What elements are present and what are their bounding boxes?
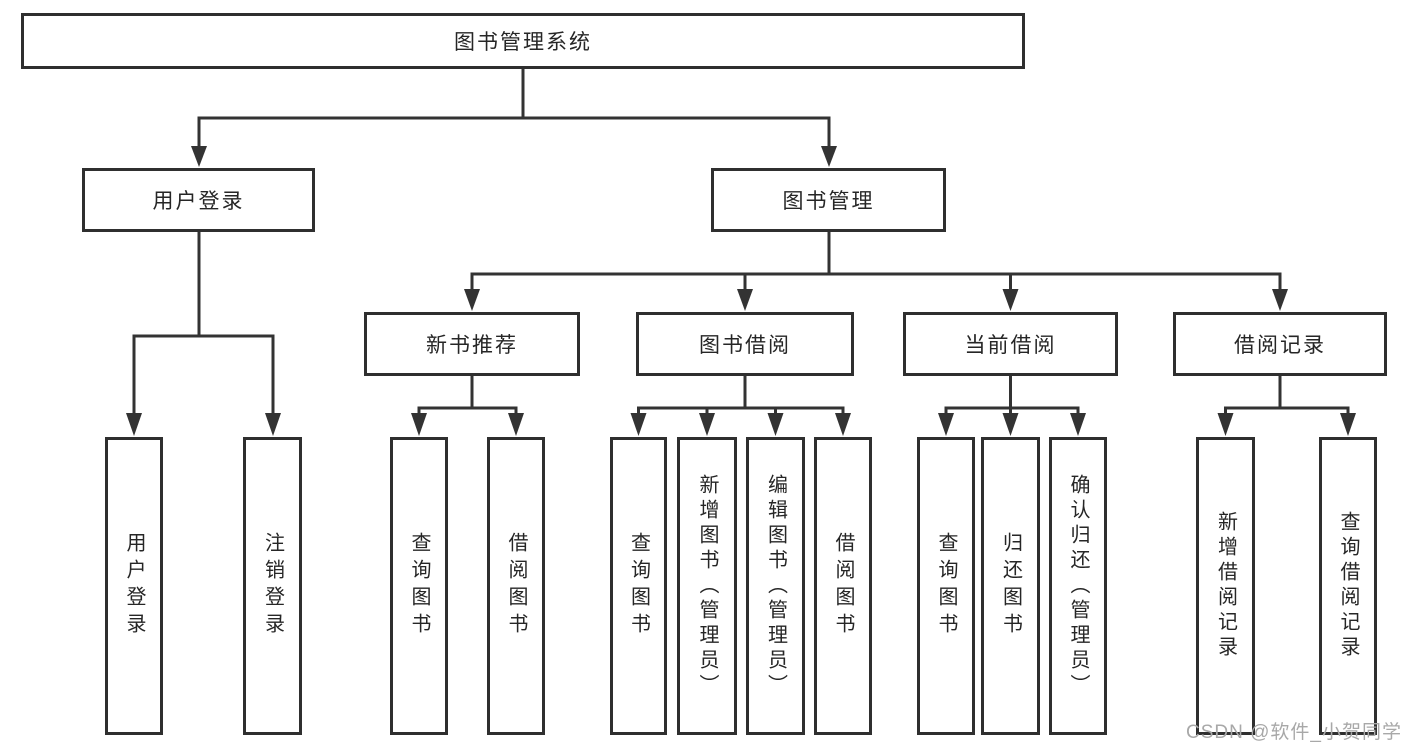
leaf-query-borrow-record-label: 查询借阅记录	[1337, 511, 1359, 661]
leaf-add-books-admin: 新增图书（管理员）	[677, 437, 737, 735]
leaf-confirm-return-admin-label: 确认归还（管理员）	[1067, 473, 1089, 699]
node-user-login-label: 用户登录	[152, 190, 245, 213]
node-current-borrowing: 当前借阅	[903, 312, 1118, 376]
leaf-confirm-return-admin: 确认归还（管理员）	[1049, 437, 1107, 735]
node-book-borrowing-label: 图书借阅	[699, 334, 791, 357]
leaf-query-books-current: 查询图书	[917, 437, 975, 735]
leaf-logout-label: 注销登录	[261, 532, 284, 640]
node-root: 图书管理系统	[21, 13, 1025, 69]
node-root-label: 图书管理系统	[454, 31, 592, 54]
node-borrowing-records: 借阅记录	[1173, 312, 1387, 376]
node-new-book-recommend: 新书推荐	[364, 312, 580, 376]
leaf-add-borrow-record-label: 新增借阅记录	[1214, 511, 1237, 661]
node-borrowing-records-label: 借阅记录	[1234, 334, 1326, 357]
leaf-borrow-books-recommend: 借阅图书	[487, 437, 545, 735]
node-user-login: 用户登录	[82, 168, 315, 232]
node-book-management-label: 图书管理	[782, 190, 875, 213]
leaf-query-books-borrowing: 查询图书	[610, 437, 667, 735]
leaf-borrow-books-recommend-label: 借阅图书	[505, 532, 527, 640]
leaf-add-books-admin-label: 新增图书（管理员）	[696, 473, 718, 699]
leaf-add-borrow-record: 新增借阅记录	[1196, 437, 1255, 735]
node-current-borrowing-label: 当前借阅	[964, 334, 1057, 357]
leaf-return-books-label: 归还图书	[999, 532, 1022, 640]
leaf-edit-books-admin-label: 编辑图书（管理员）	[764, 473, 787, 699]
leaf-query-books-recommend-label: 查询图书	[408, 532, 430, 640]
leaf-query-books-recommend: 查询图书	[390, 437, 448, 735]
node-book-management: 图书管理	[711, 168, 946, 232]
leaf-borrow-books-borrowing: 借阅图书	[814, 437, 872, 735]
leaf-user-login-label: 用户登录	[123, 532, 145, 640]
watermark: CSDN @软件_小贺同学	[1186, 722, 1402, 743]
leaf-user-login: 用户登录	[105, 437, 163, 735]
leaf-query-borrow-record: 查询借阅记录	[1319, 437, 1377, 735]
leaf-edit-books-admin: 编辑图书（管理员）	[746, 437, 805, 735]
leaf-query-books-current-label: 查询图书	[935, 532, 957, 640]
leaf-logout: 注销登录	[243, 437, 302, 735]
node-book-borrowing: 图书借阅	[636, 312, 854, 376]
leaf-borrow-books-borrowing-label: 借阅图书	[832, 532, 854, 640]
leaf-query-books-borrowing-label: 查询图书	[627, 532, 650, 640]
node-new-book-recommend-label: 新书推荐	[426, 334, 518, 357]
leaf-return-books: 归还图书	[981, 437, 1040, 735]
